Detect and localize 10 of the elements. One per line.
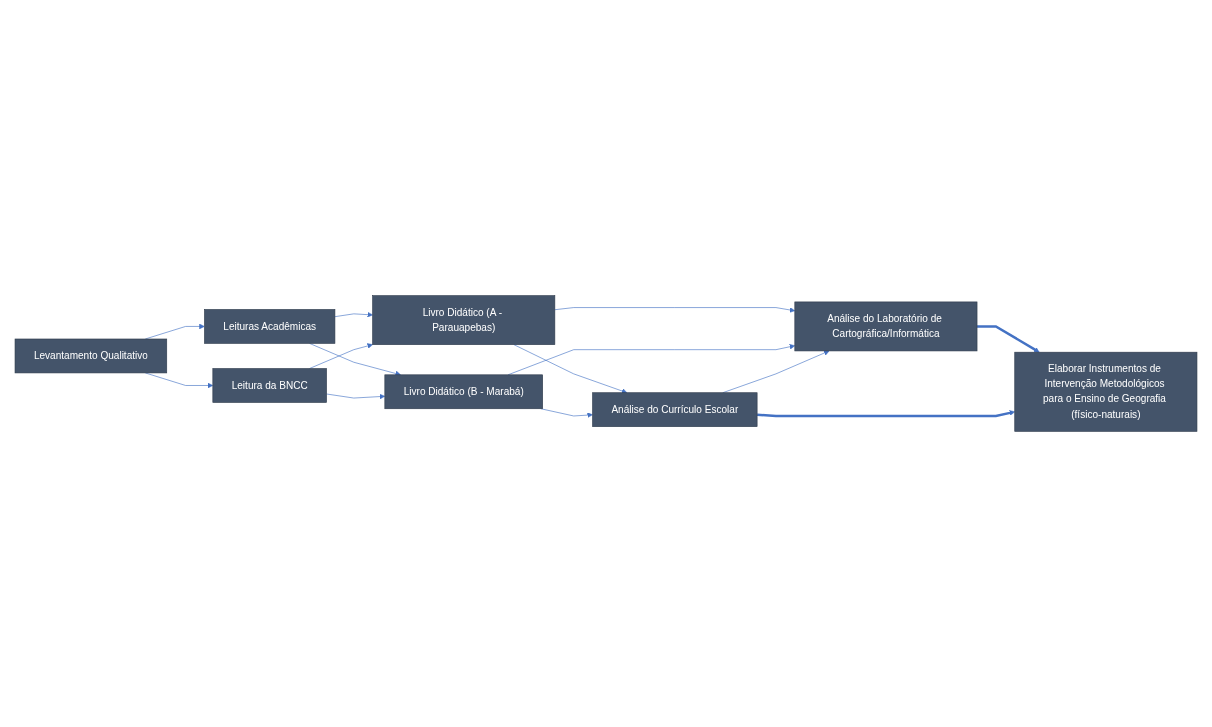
node-box: Levantamento Qualitativo xyxy=(14,338,168,374)
node-box: Leitura da BNCC xyxy=(212,368,327,403)
node-box: Livro Didático (B - Marabá) xyxy=(384,374,543,410)
node-box: Análise do Currículo Escolar xyxy=(592,392,758,427)
node-box: Leituras Acadêmicas xyxy=(204,309,336,344)
node-box: Livro Didático (A - Parauapebas) xyxy=(372,295,556,345)
node-box: Análise do Laboratório de Cartográfica/Informática xyxy=(794,301,978,352)
node-box: Elaborar Instrumentos de Intervenção Metodológicos para o Ensino de Geografia (físico-naturais) xyxy=(1014,351,1198,432)
arrow xyxy=(977,325,1040,353)
arrow xyxy=(757,410,1015,418)
